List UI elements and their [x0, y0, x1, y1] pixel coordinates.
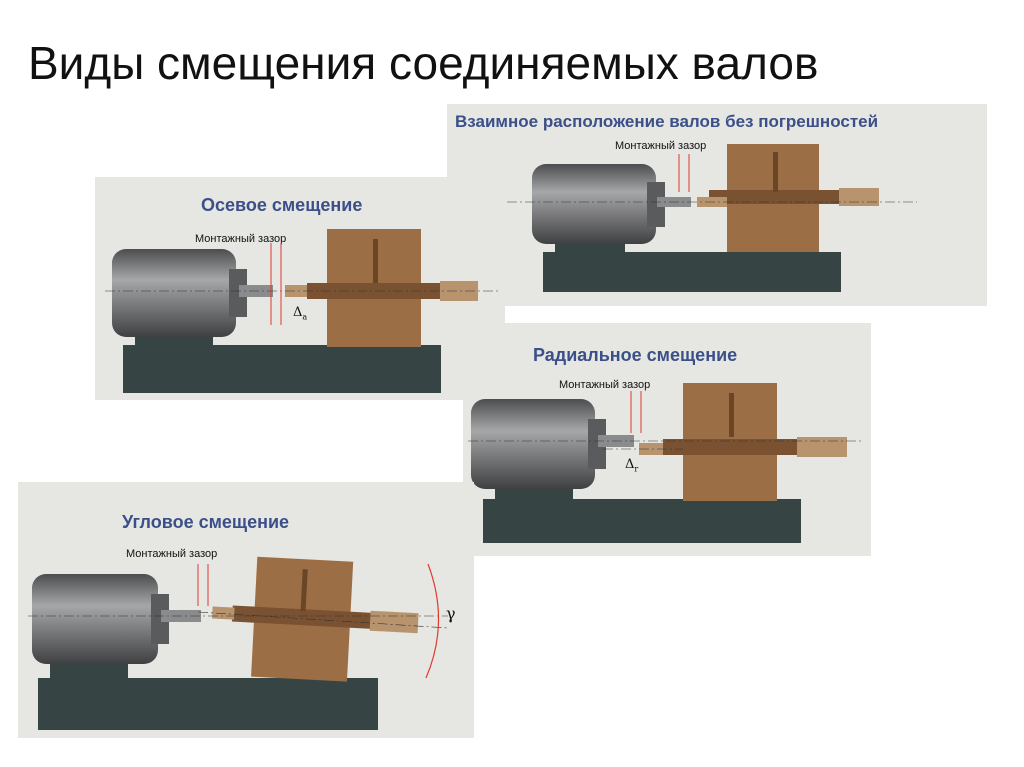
gap-label-axial: Монтажный зазор — [195, 233, 287, 245]
gearbox-shaft — [839, 188, 879, 206]
axial-offset-symbol: Δa — [293, 305, 308, 322]
angular-offset-symbol: γ — [446, 604, 456, 623]
panel-title-radial: Радиальное смещение — [533, 345, 738, 365]
gap-label-angular: Монтажный зазор — [126, 548, 218, 560]
machine-radial — [468, 383, 863, 543]
machine-aligned — [507, 144, 917, 292]
panel-angular: Угловое смещение Монтажный зазор γ — [18, 482, 474, 738]
panel-axial: Осевое смещение Монтажный зазор Δa — [95, 177, 505, 400]
base-plate — [543, 252, 841, 292]
panel-radial: Радиальное смещение Монтажный зазор Δr — [463, 323, 871, 556]
gearbox-shaft — [369, 610, 419, 634]
machine-angular — [28, 556, 449, 730]
gearbox-shaft — [797, 437, 847, 457]
gap-label-aligned: Монтажный зазор — [615, 140, 707, 152]
gearbox-input-shaft — [212, 606, 235, 620]
panel-title-angular: Угловое смещение — [122, 512, 290, 532]
panel-title-axial: Осевое смещение — [201, 195, 363, 215]
base-plate — [483, 499, 801, 543]
slide-title: Виды смещения соединяемых валов — [28, 37, 819, 89]
panel-title-aligned: Взаимное расположение валов без погрешно… — [455, 112, 879, 131]
gearbox-input-shaft — [639, 443, 663, 455]
base-plate — [123, 345, 441, 393]
radial-offset-symbol: Δr — [625, 457, 639, 474]
gearbox-shaft — [440, 281, 478, 301]
motor — [112, 249, 236, 337]
gearbox-input-shaft — [285, 285, 307, 297]
motor — [471, 399, 595, 489]
angle-arc — [425, 563, 440, 679]
motor — [532, 164, 656, 244]
machine-axial — [105, 229, 500, 393]
base-plate — [38, 678, 378, 730]
motor — [32, 574, 158, 664]
gap-label-radial: Монтажный зазор — [559, 379, 651, 391]
panel-aligned: Взаимное расположение валов без погрешно… — [447, 104, 987, 306]
